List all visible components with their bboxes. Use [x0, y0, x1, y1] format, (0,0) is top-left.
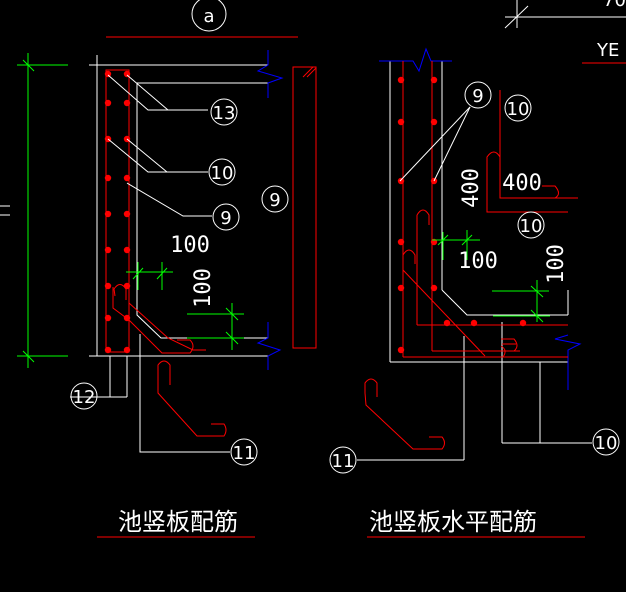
axis-bubble-a: a: [191, 0, 227, 32]
rebar-dot: [104, 210, 112, 218]
right-dimension-ticks: [432, 230, 550, 323]
top-right-fragment: YE 70: [504, 0, 626, 64]
right-breaklines: [379, 47, 582, 390]
rebar-dot: [104, 174, 112, 182]
callout-10-right-top: 10: [504, 94, 532, 122]
right-leader-lines: [399, 106, 471, 182]
rebar-dot: [123, 282, 131, 290]
rebar-dot: [430, 76, 438, 84]
rebar-dot: [123, 70, 131, 78]
left-dimension-line: [0, 53, 68, 368]
axis-label: a: [203, 6, 214, 27]
rebar-dot: [123, 210, 131, 218]
left-detail-title: 池竖板配筋: [118, 508, 238, 536]
right-hook-bar-11: [364, 378, 445, 450]
right-detail-title: 池竖板水平配筋: [369, 508, 537, 536]
callout-9-left-a: 9: [212, 203, 240, 231]
rebar-dot: [397, 118, 405, 126]
rebar-dot: [104, 314, 112, 322]
right-rebar: [397, 61, 578, 358]
callout-9-right: 9: [464, 81, 492, 109]
rebar-dot: [123, 99, 131, 107]
left-leader-lines: [70, 74, 212, 398]
svg-text:9: 9: [220, 208, 231, 229]
svg-text:10: 10: [211, 163, 234, 184]
svg-text:10: 10: [507, 99, 530, 120]
rebar-dot: [397, 284, 405, 292]
callout-11-right: 11: [329, 446, 357, 474]
svg-text:12: 12: [73, 387, 96, 408]
rebar-dot: [104, 282, 112, 290]
dim-100-horizontal-right: 100: [458, 249, 498, 274]
callout-12: 12: [70, 382, 98, 410]
rebar-dot: [104, 246, 112, 254]
callout-10-left: 10: [208, 158, 236, 186]
rebar-dot: [104, 99, 112, 107]
left-slab-section: [292, 66, 317, 349]
rebar-dot: [123, 346, 131, 354]
rebar-dot: [123, 246, 131, 254]
callout-13: 13: [210, 98, 238, 126]
rebar-dot: [104, 70, 112, 78]
rebar-dot: [443, 319, 451, 327]
left-rebar-cage: [104, 69, 206, 354]
dim-400-vertical: 400: [459, 168, 484, 208]
right-wall-outline: [357, 61, 592, 461]
left-breaklines: [256, 50, 284, 370]
callout-11-left: 11: [230, 438, 258, 466]
left-dimension-ticks: [126, 262, 244, 350]
svg-text:11: 11: [332, 451, 355, 472]
rebar-dot: [397, 76, 405, 84]
rebar-dot: [123, 174, 131, 182]
dim-100-horizontal-left: 100: [170, 233, 210, 258]
top-right-label: YE: [596, 40, 619, 61]
rebar-dot: [104, 346, 112, 354]
rebar-dot: [519, 319, 527, 327]
svg-text:10: 10: [520, 216, 543, 237]
rebar-dot: [470, 319, 478, 327]
rebar-dot: [397, 177, 405, 185]
rebar-dot: [430, 118, 438, 126]
callout-9-left-b: 9: [261, 185, 289, 213]
dim-100-vertical-left: 100: [191, 268, 216, 308]
callout-10-right-bottom: 10: [592, 428, 620, 456]
svg-text:9: 9: [269, 190, 280, 211]
svg-text:13: 13: [213, 103, 236, 124]
svg-text:9: 9: [472, 86, 483, 107]
rebar-dot: [430, 284, 438, 292]
left-hook-bar-11: [157, 360, 227, 437]
dim-100-vertical-right: 100: [544, 244, 569, 284]
rebar-dot: [397, 238, 405, 246]
callout-10-right-mid: 10: [517, 211, 545, 239]
svg-text:10: 10: [595, 433, 618, 454]
svg-text:11: 11: [233, 443, 256, 464]
dim-400-horizontal: 400: [502, 171, 542, 196]
top-right-partial: 70: [603, 0, 626, 11]
rebar-dot: [397, 346, 405, 354]
